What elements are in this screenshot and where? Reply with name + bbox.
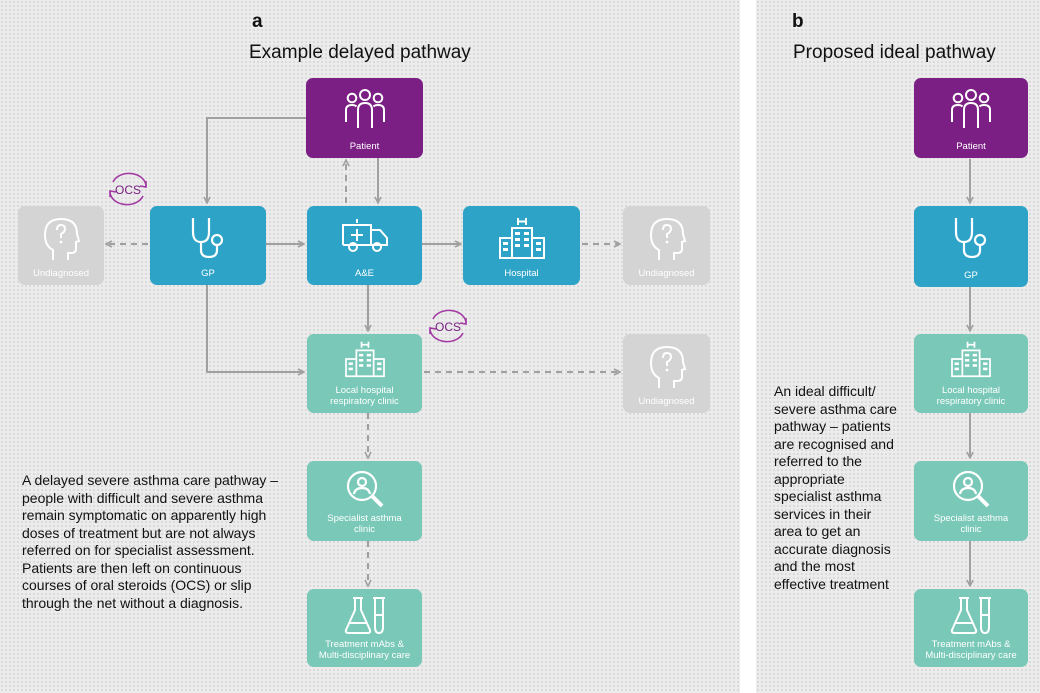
flask-testtube-icon <box>950 597 991 635</box>
node-b-local-clinic: Local hospital respiratory clinic <box>914 334 1028 413</box>
node-undiagnosed-clinic-label: Undiagnosed <box>638 396 695 407</box>
people-group-icon <box>344 89 385 128</box>
panel-a-title: Example delayed pathway <box>249 42 471 63</box>
ocs-cycle-icon: OCS <box>429 309 467 343</box>
node-b-local-clinic-label: Local hospital respiratory clinic <box>936 385 1006 407</box>
head-question-icon <box>649 217 686 260</box>
node-hospital-label: Hospital <box>504 268 539 279</box>
stethoscope-icon <box>954 218 987 259</box>
node-b-treatment-label: Treatment mAbs & Multi-disciplinary care <box>925 639 1017 661</box>
ocs-label: OCS <box>435 320 461 334</box>
head-question-icon <box>649 345 686 388</box>
node-ae-label: A&E <box>354 268 374 279</box>
panel-a-letter: a <box>252 11 263 32</box>
stethoscope-icon <box>191 218 224 259</box>
node-b-specialist: Specialist asthma clinic <box>914 461 1028 541</box>
arrow-gp-to-clinic <box>206 285 304 372</box>
panel-b-description: An ideal difficult/ severe asthma care p… <box>774 383 897 592</box>
people-group-icon <box>951 89 991 128</box>
node-hospital: Hospital <box>463 206 580 285</box>
node-ae: A&E <box>307 206 422 285</box>
node-specialist: Specialist asthma clinic <box>307 461 422 541</box>
node-b-patient: Patient <box>914 78 1028 158</box>
node-specialist-label: Specialist asthma clinic <box>327 513 402 535</box>
node-undiagnosed-clinic: Undiagnosed <box>623 334 710 413</box>
panel-b-letter: b <box>792 11 804 32</box>
ocs-label: OCS <box>115 183 141 197</box>
hospital-building-icon <box>344 341 385 378</box>
head-question-icon <box>43 217 81 260</box>
panel-a-description: A delayed severe asthma care pathway – p… <box>22 472 279 611</box>
node-patient: Patient <box>306 78 423 158</box>
node-undiagnosed-left-label: Undiagnosed <box>33 268 89 279</box>
node-patient-label: Patient <box>349 141 380 152</box>
node-b-patient-label: Patient <box>956 141 986 152</box>
node-undiagnosed-right-label: Undiagnosed <box>638 268 695 279</box>
hospital-building-icon <box>498 218 545 259</box>
node-b-gp-label: GP <box>964 270 978 281</box>
node-treatment-label: Treatment mAbs & Multi-disciplinary care <box>318 639 411 661</box>
arrow-patient-to-gp <box>207 117 306 203</box>
node-local-clinic: Local hospital respiratory clinic <box>307 334 422 413</box>
ambulance-icon <box>341 219 388 252</box>
node-b-specialist-label: Specialist asthma clinic <box>933 513 1009 535</box>
node-b-gp: GP <box>914 206 1028 287</box>
node-gp-label: GP <box>201 268 215 279</box>
node-treatment: Treatment mAbs & Multi-disciplinary care <box>307 589 422 667</box>
ocs-cycle-icon: OCS <box>109 172 147 206</box>
node-gp: GP <box>150 206 266 285</box>
node-b-treatment: Treatment mAbs & Multi-disciplinary care <box>914 589 1028 667</box>
magnifier-person-icon <box>346 470 383 508</box>
node-undiagnosed-right: Undiagnosed <box>623 206 710 285</box>
panel-b-title: Proposed ideal pathway <box>793 42 996 63</box>
node-undiagnosed-left: Undiagnosed <box>18 206 104 285</box>
hospital-building-icon <box>951 341 991 378</box>
flask-testtube-icon <box>344 597 385 635</box>
node-local-clinic-label: Local hospital respiratory clinic <box>330 385 399 407</box>
magnifier-person-icon <box>952 470 990 508</box>
